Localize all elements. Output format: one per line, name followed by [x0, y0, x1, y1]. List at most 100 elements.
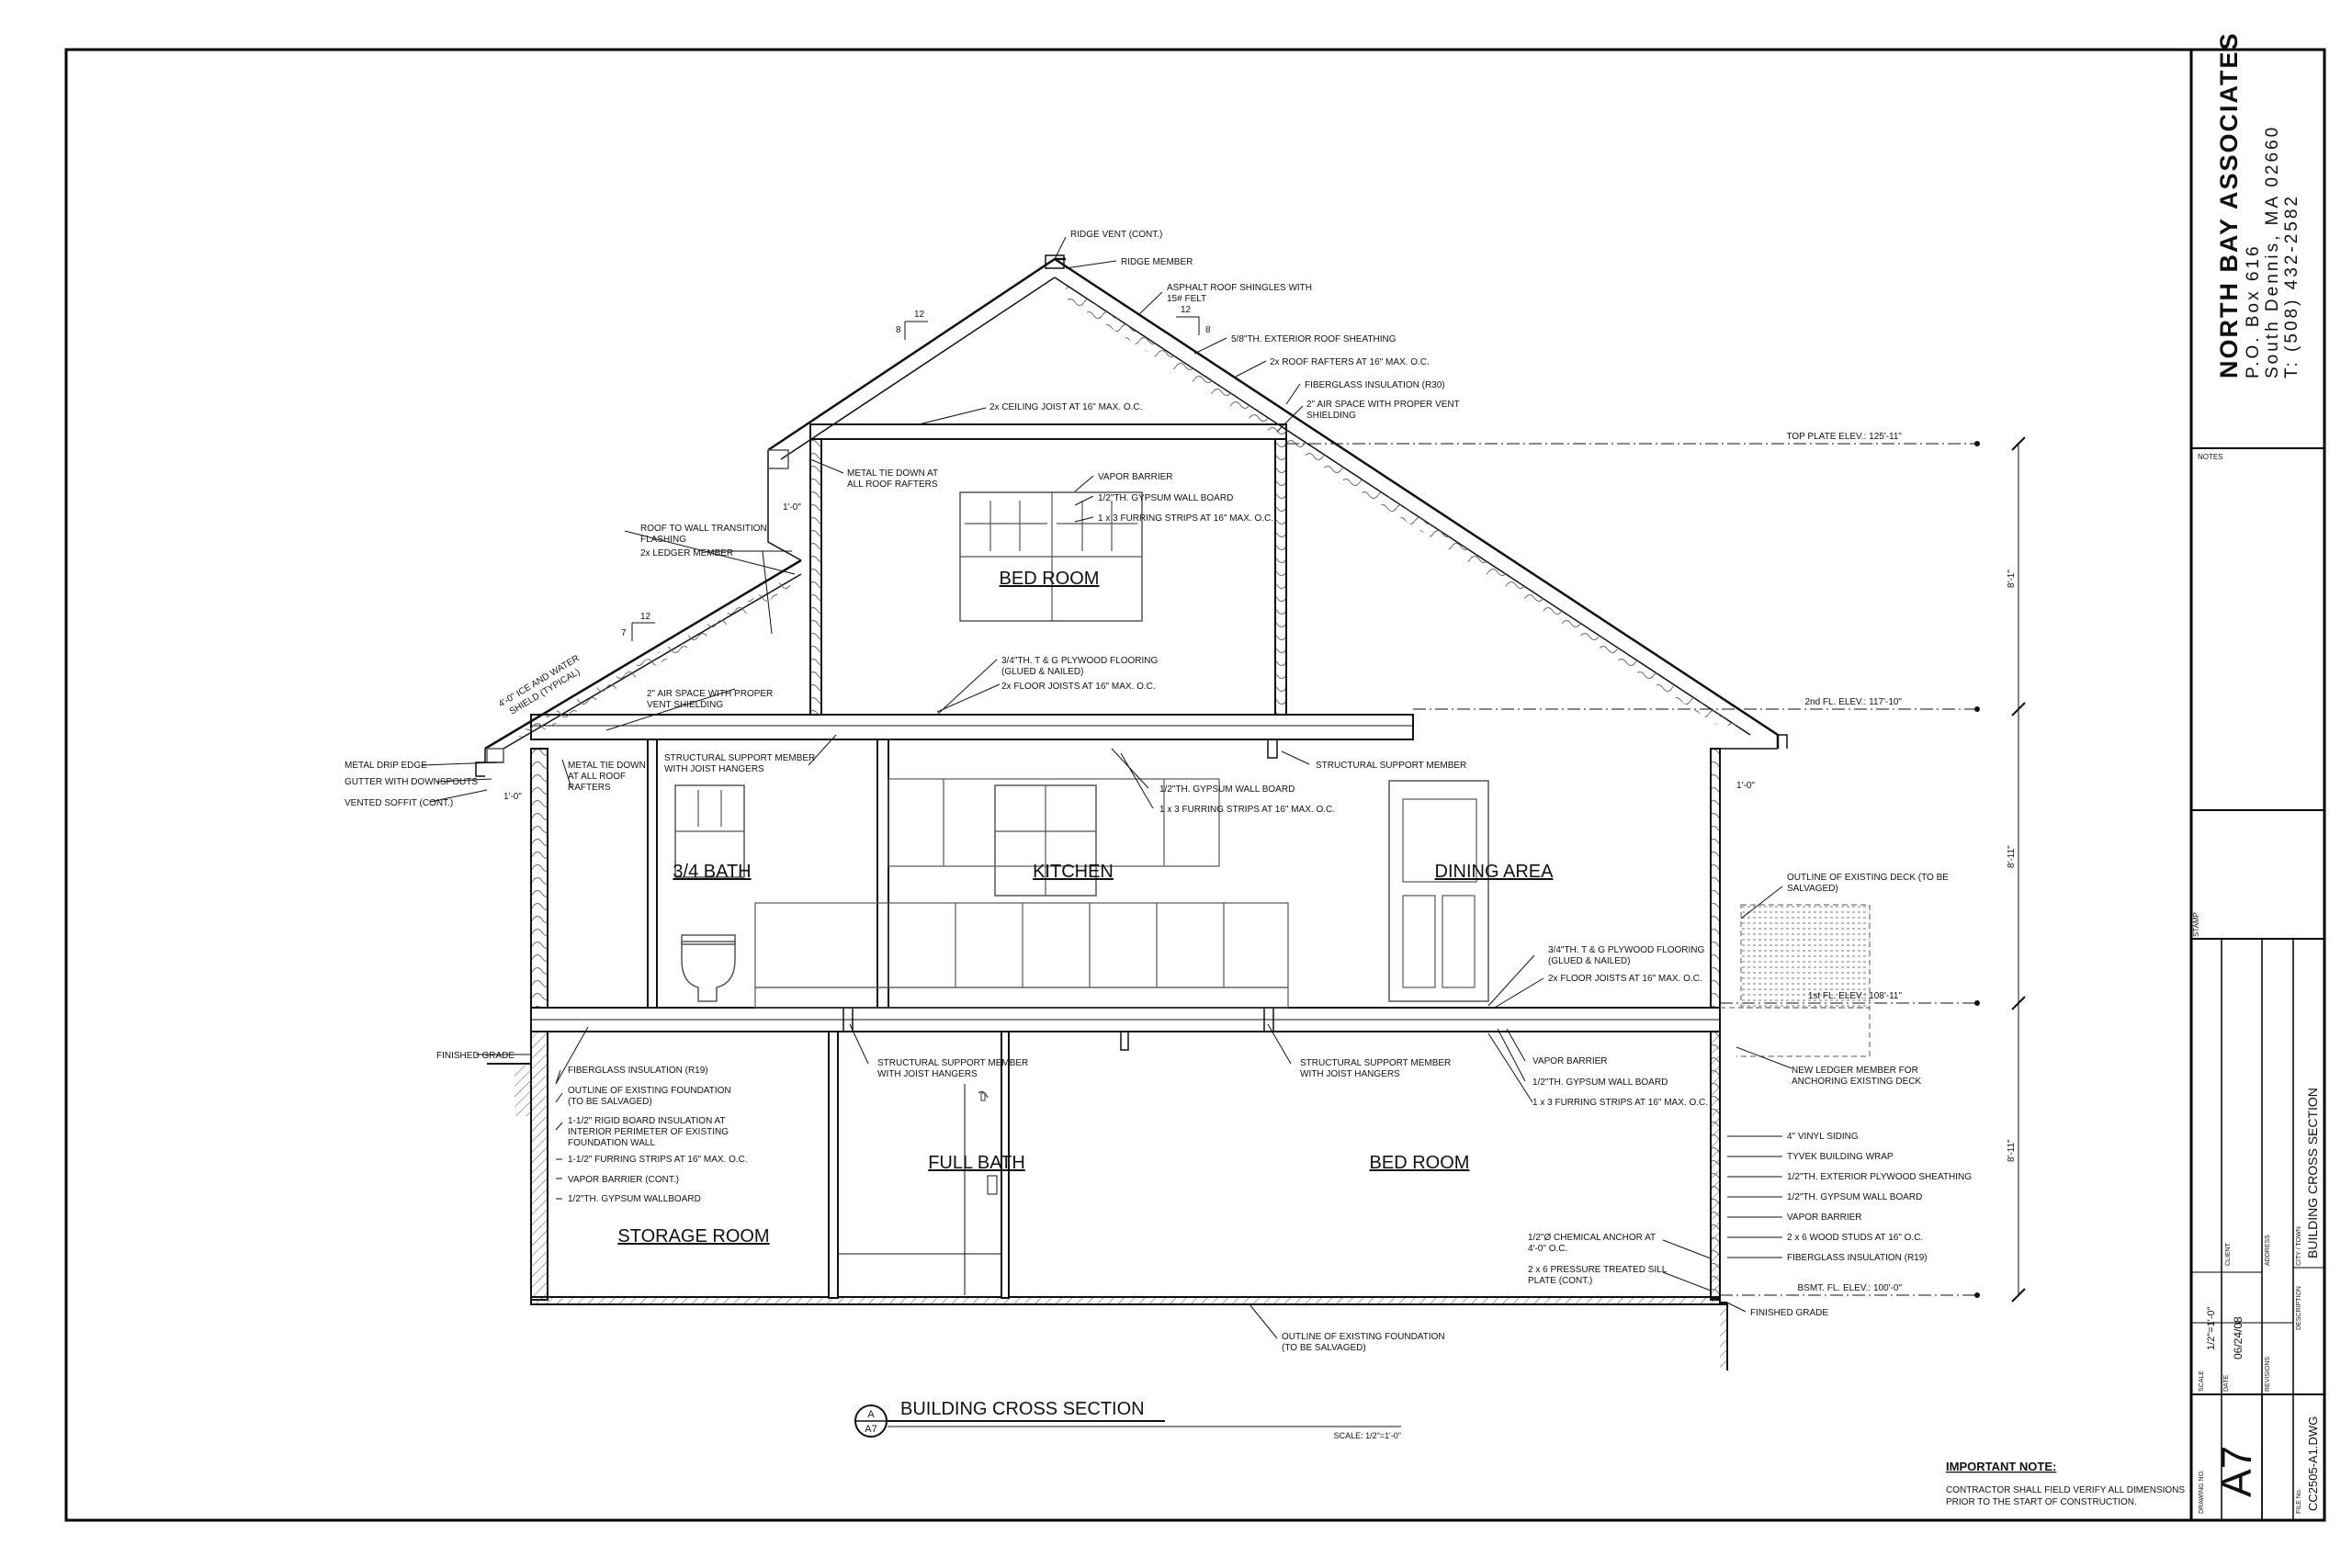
callout-plywood-upper-2: (GLUED & NAILED): [1001, 667, 1083, 677]
callout-insul-r19: FIBERGLASS INSULATION (R19): [568, 1066, 708, 1076]
section-mark-top: A: [867, 1409, 875, 1420]
elevation-lines: [1286, 443, 1975, 1296]
existing-deck: [1740, 904, 1871, 1009]
dim-lower: 8'-11": [2007, 1139, 2017, 1162]
callout-insul-wall: FIBERGLASS INSULATION (R19): [1787, 1253, 1928, 1263]
callout-furring-bsmt-ceiling: 1 x 3 FURRING STRIPS AT 16" MAX. O.C.: [1532, 1098, 1708, 1108]
callout-deck-2: SALVAGED): [1787, 884, 1838, 894]
basement-slab: [530, 1296, 1721, 1305]
pitch-main-run: 12: [914, 310, 925, 320]
firm-name: NORTH BAY ASSOCIATES: [2215, 31, 2243, 378]
lower-roof-left: [484, 558, 802, 750]
main-roof-right: [1054, 257, 1780, 749]
callout-gyp-wall: 1/2"TH. GYPSUM WALL BOARD: [1787, 1192, 1922, 1202]
revisions-label: REVISIONS: [2265, 1357, 2271, 1392]
description-value: BUILDING CROSS SECTION: [2305, 1088, 2320, 1258]
date-label: DATE: [2223, 1375, 2230, 1392]
stamp-label: STAMP: [2192, 912, 2200, 937]
pitch-lower-run: 12: [640, 612, 651, 622]
callout-shingles-1: ASPHALT ROOF SHINGLES WITH: [1167, 283, 1312, 293]
callout-gyp-main: 1/2"TH. GYPSUM WALL BOARD: [1159, 784, 1295, 795]
callout-ledger-deck-2: ANCHORING EXISTING DECK: [1792, 1077, 1921, 1087]
callout-air-low-1: 2" AIR SPACE WITH PROPER: [647, 689, 773, 699]
callout-vapor-upper: VAPOR BARRIER: [1098, 472, 1173, 482]
dimension-ticks: [2011, 436, 2026, 1303]
toilet: [681, 941, 736, 1002]
callout-struct-joist-1: STRUCTURAL SUPPORT MEMBER: [664, 753, 815, 763]
callout-tie-low-2: AT ALL ROOF: [568, 772, 626, 782]
callout-furring-bsmt: 1-1/2" FURRING STRIPS AT 16" MAX. O.C.: [568, 1155, 748, 1165]
callout-soffit: VENTED SOFFIT (CONT.): [345, 798, 453, 808]
lower-roof-insul: [514, 577, 790, 739]
roof-insulation-right: [1066, 285, 1736, 726]
scale-label: SCALE: [2199, 1371, 2205, 1392]
callout-roof-sheathing: 5/8"TH. EXTERIOR ROOF SHEATHING: [1231, 334, 1396, 344]
notes-label: NOTES: [2198, 453, 2223, 461]
room-dining: DINING AREA: [1435, 862, 1555, 882]
main-roof-left: [767, 257, 1066, 452]
file-label: FILE No.: [2296, 1488, 2302, 1514]
callout-vapor-wall: VAPOR BARRIER: [1787, 1213, 1862, 1223]
callout-found-bottom-1: OUTLINE OF EXISTING FOUNDATION: [1282, 1332, 1445, 1342]
leader-lines: [422, 236, 1792, 1339]
second-floor-system: [530, 714, 1414, 740]
callout-floor-joists-upper: 2x FLOOR JOISTS AT 16" MAX. O.C.: [1001, 682, 1156, 692]
room-bath-34: 3/4 BATH: [673, 862, 751, 882]
pitch-right-run: 12: [1181, 305, 1192, 315]
shower-head: [978, 1090, 989, 1099]
callout-anchor-1: 1/2"Ø CHEMICAL ANCHOR AT: [1528, 1233, 1656, 1243]
callout-gutter: GUTTER WITH DOWNSPOUTS: [345, 777, 478, 787]
callout-found-bottom-2: (TO BE SALVAGED): [1282, 1343, 1366, 1353]
callout-floor-joists-main: 2x FLOOR JOISTS AT 16" MAX. O.C.: [1548, 974, 1702, 984]
address-label: ADDRESS: [2265, 1235, 2271, 1266]
callout-vapor-bsmt-ceiling: VAPOR BARRIER: [1532, 1056, 1608, 1066]
pitch-main-rise: 8: [896, 325, 901, 335]
upper-left-wall: [809, 438, 822, 716]
elevation-markers: [1974, 441, 1980, 1298]
dim-middle: 8'-11": [2007, 845, 2017, 868]
firm-address-1: P.O. Box 616: [2244, 243, 2263, 378]
callout-gyp-upper: 1/2"TH. GYPSUM WALL BOARD: [1098, 493, 1233, 503]
callout-roof-rafters: 2x ROOF RAFTERS AT 16" MAX. O.C.: [1270, 357, 1430, 367]
gutter: [486, 748, 504, 763]
building-section: [475, 254, 1788, 1371]
callout-plywood-main-1: 3/4"TH. T & G PLYWOOD FLOORING: [1548, 945, 1704, 955]
pitch-lower-rise: 7: [621, 628, 627, 638]
important-note: IMPORTANT NOTE: CONTRACTOR SHALL FIELD V…: [1946, 1460, 2185, 1507]
pitch-right-rise: 8: [1205, 325, 1211, 335]
section-mark-bottom: A7: [865, 1424, 876, 1435]
drawing-title: BUILDING CROSS SECTION: [900, 1399, 1145, 1419]
file-value: CC2505-A1.DWG: [2306, 1416, 2320, 1511]
fixtures: [486, 449, 1871, 1101]
callout-air-low-2: VENT SHIELDING: [647, 700, 723, 710]
callout-struct-bsmt-r1: STRUCTURAL SUPPORT MEMBER: [1300, 1058, 1451, 1068]
scale-value: 1/2"=1'-0": [2206, 1306, 2217, 1350]
date-value: 06/24/08: [2232, 1316, 2245, 1359]
dim-overhang-right: 1'-0": [1736, 781, 1755, 791]
basement-wall-2: [1001, 1031, 1010, 1299]
callout-studs: 2 x 6 WOOD STUDS AT 16" O.C.: [1787, 1233, 1923, 1243]
right-wall-lower: [1710, 1031, 1721, 1299]
callout-struct-joist-2: WITH JOIST HANGERS: [664, 764, 764, 774]
callout-ceiling-joist: 2x CEILING JOIST AT 16" MAX. O.C.: [989, 402, 1142, 412]
room-bed-room-upper: BED ROOM: [1000, 569, 1100, 589]
callout-wall-sheathing: 1/2"TH. EXTERIOR PLYWOOD SHEATHING: [1787, 1172, 1972, 1182]
callout-shingles-2: 15# FELT: [1167, 294, 1206, 304]
callout-ridge-vent: RIDGE VENT (CONT.): [1070, 230, 1162, 240]
callout-ledger-deck-1: NEW LEDGER MEMBER FOR: [1792, 1066, 1918, 1076]
drawing-scale-note: SCALE: 1/2"=1'-0": [1334, 1431, 1401, 1440]
base-cabinets: [754, 902, 1289, 988]
callout-vapor-bsmt: VAPOR BARRIER (CONT.): [568, 1175, 679, 1185]
callout-sill-1: 2 x 6 PRESSURE TREATED SILL: [1528, 1265, 1668, 1275]
kitchen-wall: [876, 739, 889, 1009]
callout-air-space-2: SHIELDING: [1306, 411, 1356, 421]
callout-plywood-upper-1: 3/4"TH. T & G PLYWOOD FLOORING: [1001, 656, 1158, 666]
client-label: CLIENT: [2225, 1242, 2232, 1266]
elev-top-plate: TOP PLATE ELEV.: 125'-11": [1786, 432, 1902, 442]
title-block: NORTH BAY ASSOCIATES P.O. Box 616 South …: [2191, 31, 2324, 1520]
callout-ridge-member: RIDGE MEMBER: [1121, 257, 1193, 267]
room-bed-room-lower: BED ROOM: [1370, 1153, 1470, 1173]
callout-anchor-2: 4'-0" O.C.: [1528, 1244, 1567, 1254]
first-floor-right-wall: [1710, 748, 1721, 1009]
